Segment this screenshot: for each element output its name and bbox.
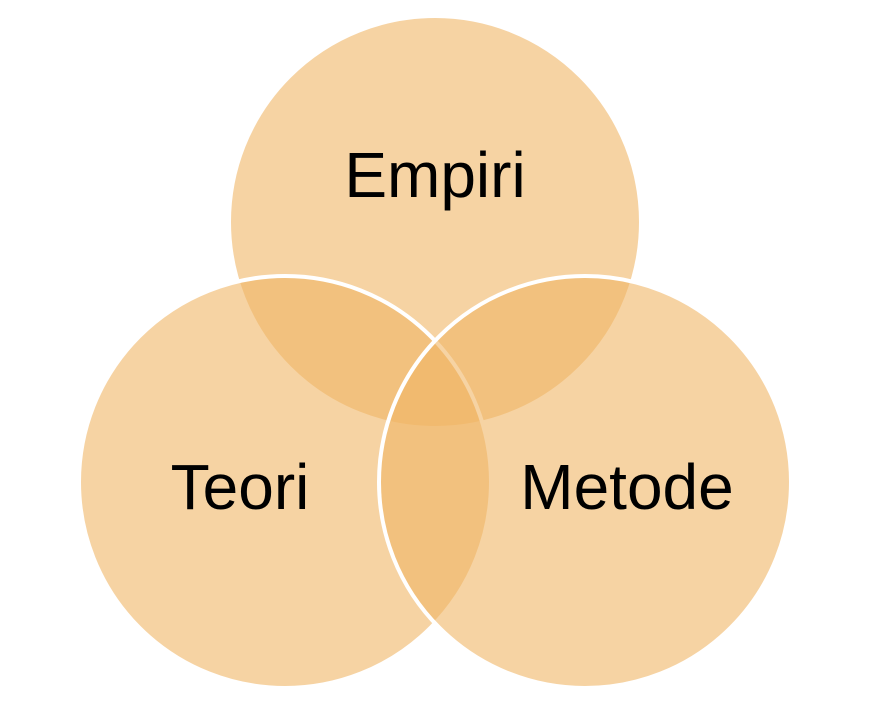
label-teori: Teori	[171, 451, 310, 523]
label-metode: Metode	[520, 451, 733, 523]
circle-metode	[377, 274, 793, 690]
label-empiri: Empiri	[344, 139, 525, 211]
